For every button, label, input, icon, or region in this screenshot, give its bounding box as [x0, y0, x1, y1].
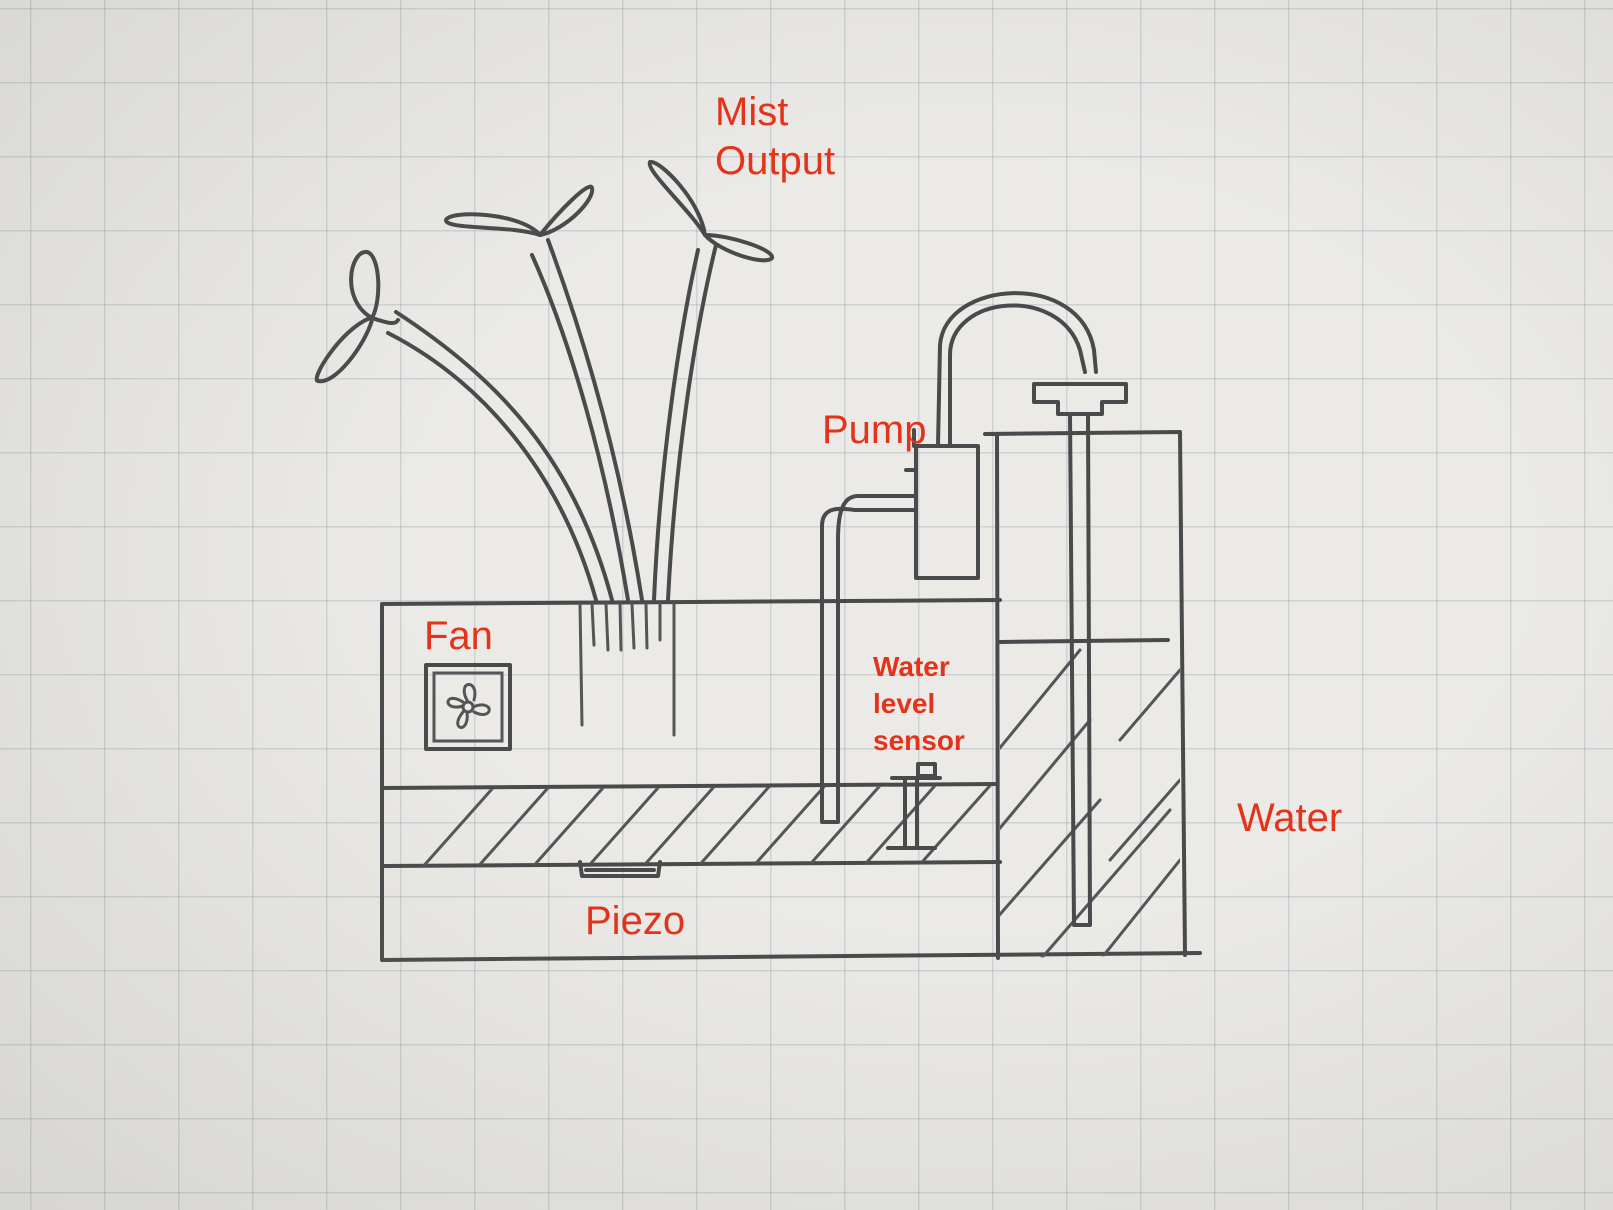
tank-cap-and-pickup — [1032, 382, 1128, 927]
water-level-line-3: sensor — [873, 725, 965, 757]
pump-label: Pump — [822, 408, 927, 452]
fan-label: Fan — [424, 614, 493, 658]
mist-output-label: Mist Output — [715, 88, 835, 186]
piezo-label: Piezo — [585, 899, 686, 943]
output-label-line: Output — [715, 138, 836, 183]
water-level-line-2: level — [873, 688, 936, 720]
fan-icon — [424, 663, 512, 751]
pump-assembly — [820, 291, 1098, 824]
water-label: Water — [1237, 796, 1343, 840]
mist-label-line: Mist — [715, 90, 789, 134]
water-tank-outline — [983, 430, 1187, 960]
chamber-water-hatching — [418, 786, 997, 866]
water-level-sensor — [886, 762, 942, 850]
tube-inlets — [578, 602, 676, 737]
water-level-line-1: Water — [873, 651, 950, 682]
mist-tubes — [386, 238, 718, 602]
piezo-element — [578, 860, 662, 878]
mist-chamber-outline — [380, 598, 1202, 962]
tank-water-hatching — [1000, 648, 1180, 958]
mist-nozzles — [314, 160, 774, 384]
water-level-sensor-label: Water level sensor — [873, 648, 965, 760]
